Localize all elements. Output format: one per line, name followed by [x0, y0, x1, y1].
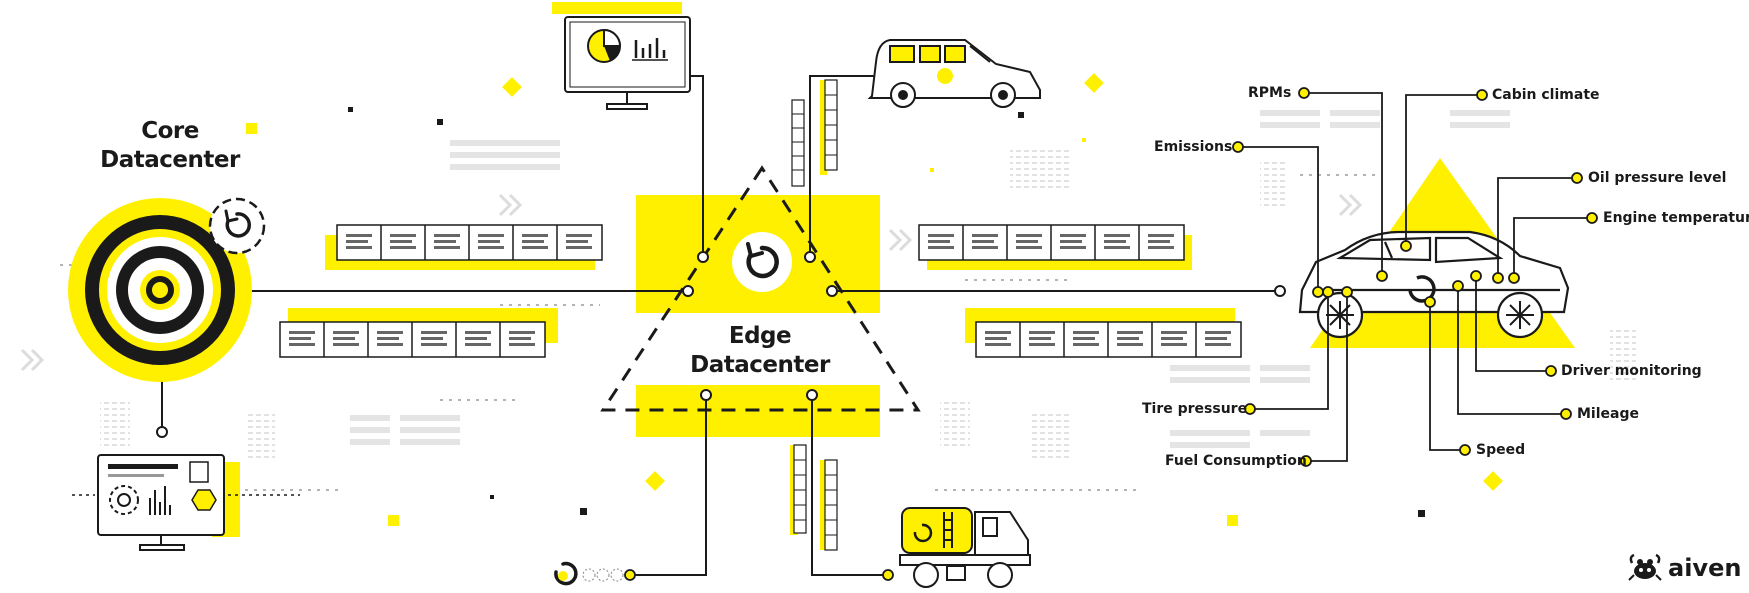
- sensor-label-speed: Speed: [1476, 442, 1526, 458]
- brand-name: aiven: [1668, 554, 1742, 582]
- edge-label-line2: Datacenter: [690, 352, 830, 378]
- loading-refresh-icon: [554, 561, 624, 586]
- small-black-squares: [348, 107, 1425, 517]
- top-suv-vehicle: [867, 39, 1041, 108]
- packet-column-top: [791, 79, 838, 187]
- core-datacenter-target: [68, 198, 252, 382]
- analytics-monitor: [564, 16, 691, 110]
- monitor-top-accent: [552, 2, 682, 14]
- sensor-label-cabin-climate: Cabin climate: [1492, 87, 1600, 103]
- core-label-line2: Datacenter: [100, 147, 240, 173]
- sensor-leader-lines: [1238, 92, 1592, 462]
- fuel-truck-vehicle: [899, 507, 1031, 588]
- packet-row-bottom-left: [279, 308, 558, 358]
- sensor-points: [1232, 87, 1598, 467]
- edge-refresh-bg: [732, 232, 792, 292]
- sensor-label-tire-pressure: Tire pressure: [1142, 401, 1248, 417]
- sensor-label-fuel-consumption: Fuel Consumption: [1165, 453, 1307, 469]
- packet-column-bottom: [790, 444, 838, 551]
- sensor-label-mileage: Mileage: [1577, 406, 1639, 422]
- crab-icon: [1628, 553, 1662, 581]
- dashboard-monitor: [72, 454, 300, 551]
- sensor-label-rpms: RPMs: [1248, 85, 1292, 101]
- sensor-label-emissions: Emissions: [1154, 139, 1233, 155]
- core-label-line1: Core: [141, 118, 199, 144]
- misc-connector-dots: [624, 569, 894, 581]
- core-datacenter-label: Core Datacenter: [75, 117, 265, 175]
- packet-row-bottom-right: [965, 308, 1242, 358]
- sensor-label-oil-pressure: Oil pressure level: [1588, 170, 1727, 186]
- edge-label-line1: Edge: [728, 323, 792, 349]
- edge-datacenter-label: Edge Datacenter: [665, 322, 855, 380]
- main-car-vehicle: [1298, 230, 1570, 339]
- edge-refresh-icon: [746, 242, 779, 279]
- sensor-label-engine-temperature: Engine temperature: [1603, 210, 1749, 226]
- dotted-dash-lines: [60, 174, 1380, 491]
- core-refresh-icon: [208, 197, 266, 255]
- sensor-label-driver-monitoring: Driver monitoring: [1561, 363, 1702, 379]
- background-decorations: [100, 110, 1636, 460]
- brand-logo: aiven: [1628, 553, 1741, 583]
- packet-row-top-left: [325, 224, 603, 270]
- chevron-decorations: [20, 193, 1363, 372]
- packet-row-top-right: [918, 224, 1192, 270]
